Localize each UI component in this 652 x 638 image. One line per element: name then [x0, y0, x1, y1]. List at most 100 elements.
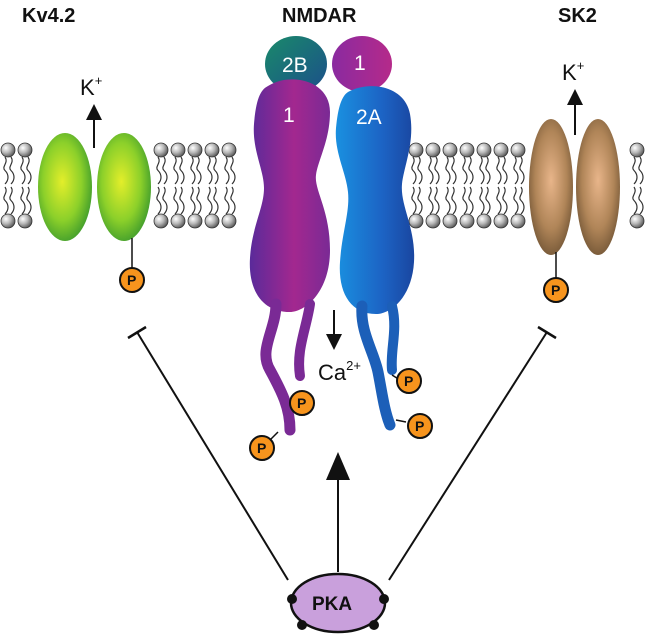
- phospho-nr2a-lower: P: [407, 413, 433, 439]
- lipid-tail: [230, 186, 236, 215]
- lipid-head: [17, 213, 33, 229]
- lipid-tail: [485, 186, 491, 215]
- sk2-channel: [529, 119, 620, 255]
- phospho-kv42: P: [119, 267, 145, 293]
- kv42-title: Kv4.2: [22, 5, 75, 27]
- lipid-tail: [468, 156, 474, 185]
- sk2-subunit-right: [576, 119, 620, 255]
- lipid-head: [442, 142, 458, 158]
- lipid-tail: [485, 156, 491, 185]
- lipid-tail: [462, 186, 468, 215]
- lipid-tail: [20, 186, 26, 215]
- lipid-tail: [411, 156, 417, 185]
- lipid-head: [187, 213, 203, 229]
- lipid-tail: [190, 186, 196, 215]
- lipid-tail: [411, 186, 417, 215]
- lipid-tail: [20, 156, 26, 185]
- svg-text:P: P: [257, 440, 266, 456]
- lipid-head: [153, 142, 169, 158]
- lipid-tail: [207, 186, 213, 215]
- lipid-tail: [417, 156, 423, 185]
- lipid-tail: [9, 156, 15, 185]
- lipid-tail: [156, 186, 162, 215]
- lipid-tail: [451, 156, 457, 185]
- lipid-head: [408, 142, 424, 158]
- lipid-tail: [213, 186, 219, 215]
- lipid-tail: [3, 156, 9, 185]
- nmdar-activation-arrowhead: [326, 452, 350, 480]
- kv42-subunit-left: [38, 133, 92, 241]
- lipid-tail: [428, 186, 434, 215]
- svg-text:P: P: [415, 418, 424, 434]
- pka-label: PKA: [312, 594, 352, 615]
- pka-kinase: PKA: [287, 572, 389, 634]
- lipid-head: [493, 213, 509, 229]
- lipid-tail: [445, 156, 451, 185]
- lipid-head: [204, 213, 220, 229]
- lipid-head: [0, 142, 16, 158]
- lipid-head: [204, 142, 220, 158]
- lipid-head: [153, 213, 169, 229]
- svg-text:P: P: [297, 395, 306, 411]
- lipid-tail: [638, 186, 644, 215]
- lipid-tail: [428, 156, 434, 185]
- lipid-tail: [156, 156, 162, 185]
- lipid-tail: [162, 156, 168, 185]
- ca-ion-label: Ca2+: [318, 358, 361, 385]
- lipid-tail: [632, 186, 638, 215]
- lipid-tail: [26, 186, 32, 215]
- lipid-tail: [434, 186, 440, 215]
- lipid-tail: [496, 156, 502, 185]
- lipid-tail: [162, 186, 168, 215]
- lipid-head: [459, 213, 475, 229]
- nr1-front-subunit: [249, 79, 330, 436]
- pka-inhibits-kv42-line: [136, 331, 289, 581]
- lipid-head: [493, 142, 509, 158]
- lipid-tail: [196, 156, 202, 185]
- lipid-tail: [513, 156, 519, 185]
- phospho-sk2: P: [543, 277, 569, 303]
- lipid-tail: [213, 156, 219, 185]
- lipid-tail: [207, 156, 213, 185]
- pka-inhibits-sk2-line: [388, 331, 548, 581]
- lipid-head: [425, 213, 441, 229]
- lipid-tail: [196, 186, 202, 215]
- lipid-tail: [513, 186, 519, 215]
- lipid-tail: [26, 156, 32, 185]
- lipid-tail: [3, 186, 9, 215]
- phospho-nr1-lower: P: [249, 435, 275, 461]
- nr1-front-label: 1: [283, 104, 295, 127]
- lipid-tail: [230, 156, 236, 185]
- lipid-tail: [496, 186, 502, 215]
- kv42-channel: [38, 133, 151, 241]
- phospho-nr1-upper: P: [289, 390, 315, 416]
- lipid-tail: [502, 156, 508, 185]
- svg-text:P: P: [551, 282, 560, 298]
- nmdar-title: NMDAR: [282, 5, 357, 27]
- lipid-head: [476, 142, 492, 158]
- lipid-tail: [179, 156, 185, 185]
- kv42-subunit-right: [97, 133, 151, 241]
- nr1-back-subunit: [332, 36, 392, 92]
- nmdar-back-subunits: [265, 36, 392, 92]
- lipid-tail: [519, 186, 525, 215]
- nr2a-label: 2A: [356, 106, 382, 129]
- lipid-head: [0, 213, 16, 229]
- lipid-tail: [632, 156, 638, 185]
- nr2a-front-subunit: [335, 86, 415, 431]
- nr1-back-label: 1: [354, 52, 366, 75]
- lipid-bilayer: [0, 142, 645, 229]
- lipid-head: [629, 213, 645, 229]
- lipid-tail: [468, 186, 474, 215]
- lipid-tail: [224, 156, 230, 185]
- lipid-head: [476, 213, 492, 229]
- lipid-tail: [434, 156, 440, 185]
- lipid-head: [170, 142, 186, 158]
- sk2-title: SK2: [558, 5, 597, 27]
- lipid-tail: [479, 186, 485, 215]
- lipid-head: [170, 213, 186, 229]
- lipid-tail: [462, 156, 468, 185]
- lipid-tail: [9, 186, 15, 215]
- lipid-head: [510, 142, 526, 158]
